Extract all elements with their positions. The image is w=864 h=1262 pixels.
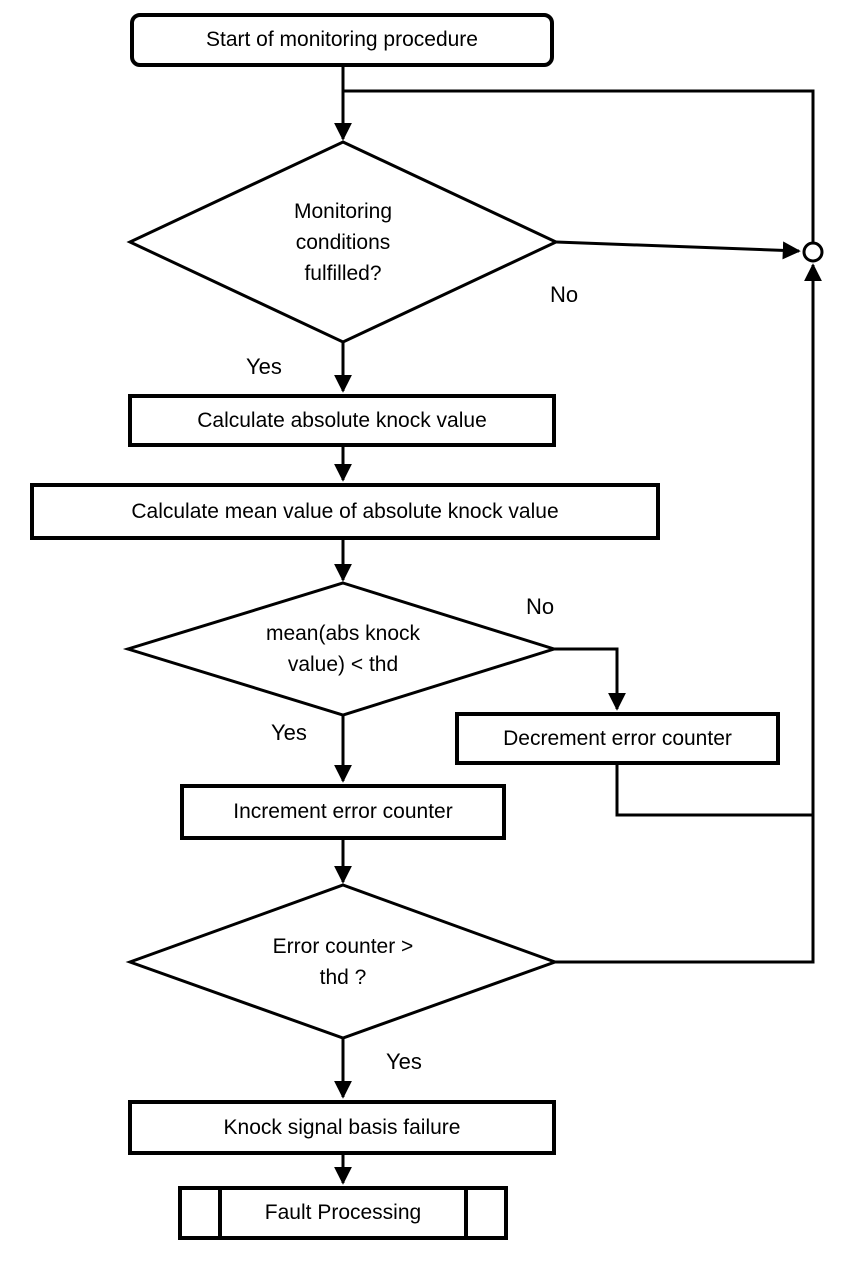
- label-monitoring-no: No: [550, 282, 579, 307]
- edge-decrement-join: [615, 765, 812, 817]
- node-fault-processing: Fault Processing: [178, 1186, 508, 1240]
- decision-monitoring-conditions: [126, 140, 560, 344]
- node-failure-label: Knock signal basis failure: [223, 1115, 461, 1139]
- label-mean-yes: Yes: [271, 720, 307, 745]
- node-calculate-absolute-knock-value: Calculate absolute knock value: [128, 394, 556, 447]
- junction-connector-circle: [802, 241, 824, 263]
- node-decrement-error-counter: Decrement error counter: [455, 712, 780, 765]
- decision-mean-knock-value: [122, 581, 560, 717]
- predefined-process-bar-left: [218, 1190, 222, 1236]
- decision-mean-label: mean(abs knock value) < thd: [265, 622, 421, 676]
- edge-mean-no: [554, 647, 626, 711]
- node-calc-abs-label: Calculate absolute knock value: [197, 408, 487, 432]
- node-decrement-label: Decrement error counter: [503, 726, 732, 750]
- predefined-process-bar-right: [464, 1190, 468, 1236]
- decision-error-counter: [125, 883, 560, 1040]
- node-increment-label: Increment error counter: [233, 800, 453, 824]
- label-mean-no: No: [526, 594, 555, 619]
- node-knock-signal-basis-failure: Knock signal basis failure: [128, 1100, 556, 1155]
- label-error-yes: Yes: [386, 1049, 422, 1074]
- node-calc-mean-label: Calculate mean value of absolute knock v…: [131, 499, 559, 523]
- node-start: Start of monitoring procedure: [130, 13, 554, 67]
- node-fault-label: Fault Processing: [264, 1201, 422, 1225]
- label-monitoring-yes: Yes: [246, 354, 282, 379]
- node-calculate-mean-value: Calculate mean value of absolute knock v…: [30, 483, 660, 540]
- decision-monitoring-label: Monitoring conditions fulfilled?: [293, 199, 393, 285]
- node-start-label: Start of monitoring procedure: [206, 28, 478, 52]
- edge-error-feedback: [555, 263, 822, 964]
- decision-error-label: Error counter > thd ?: [272, 935, 414, 989]
- edge-loop-top: [343, 89, 815, 243]
- edge-monitoring-no: [555, 240, 801, 260]
- node-increment-error-counter: Increment error counter: [180, 784, 506, 840]
